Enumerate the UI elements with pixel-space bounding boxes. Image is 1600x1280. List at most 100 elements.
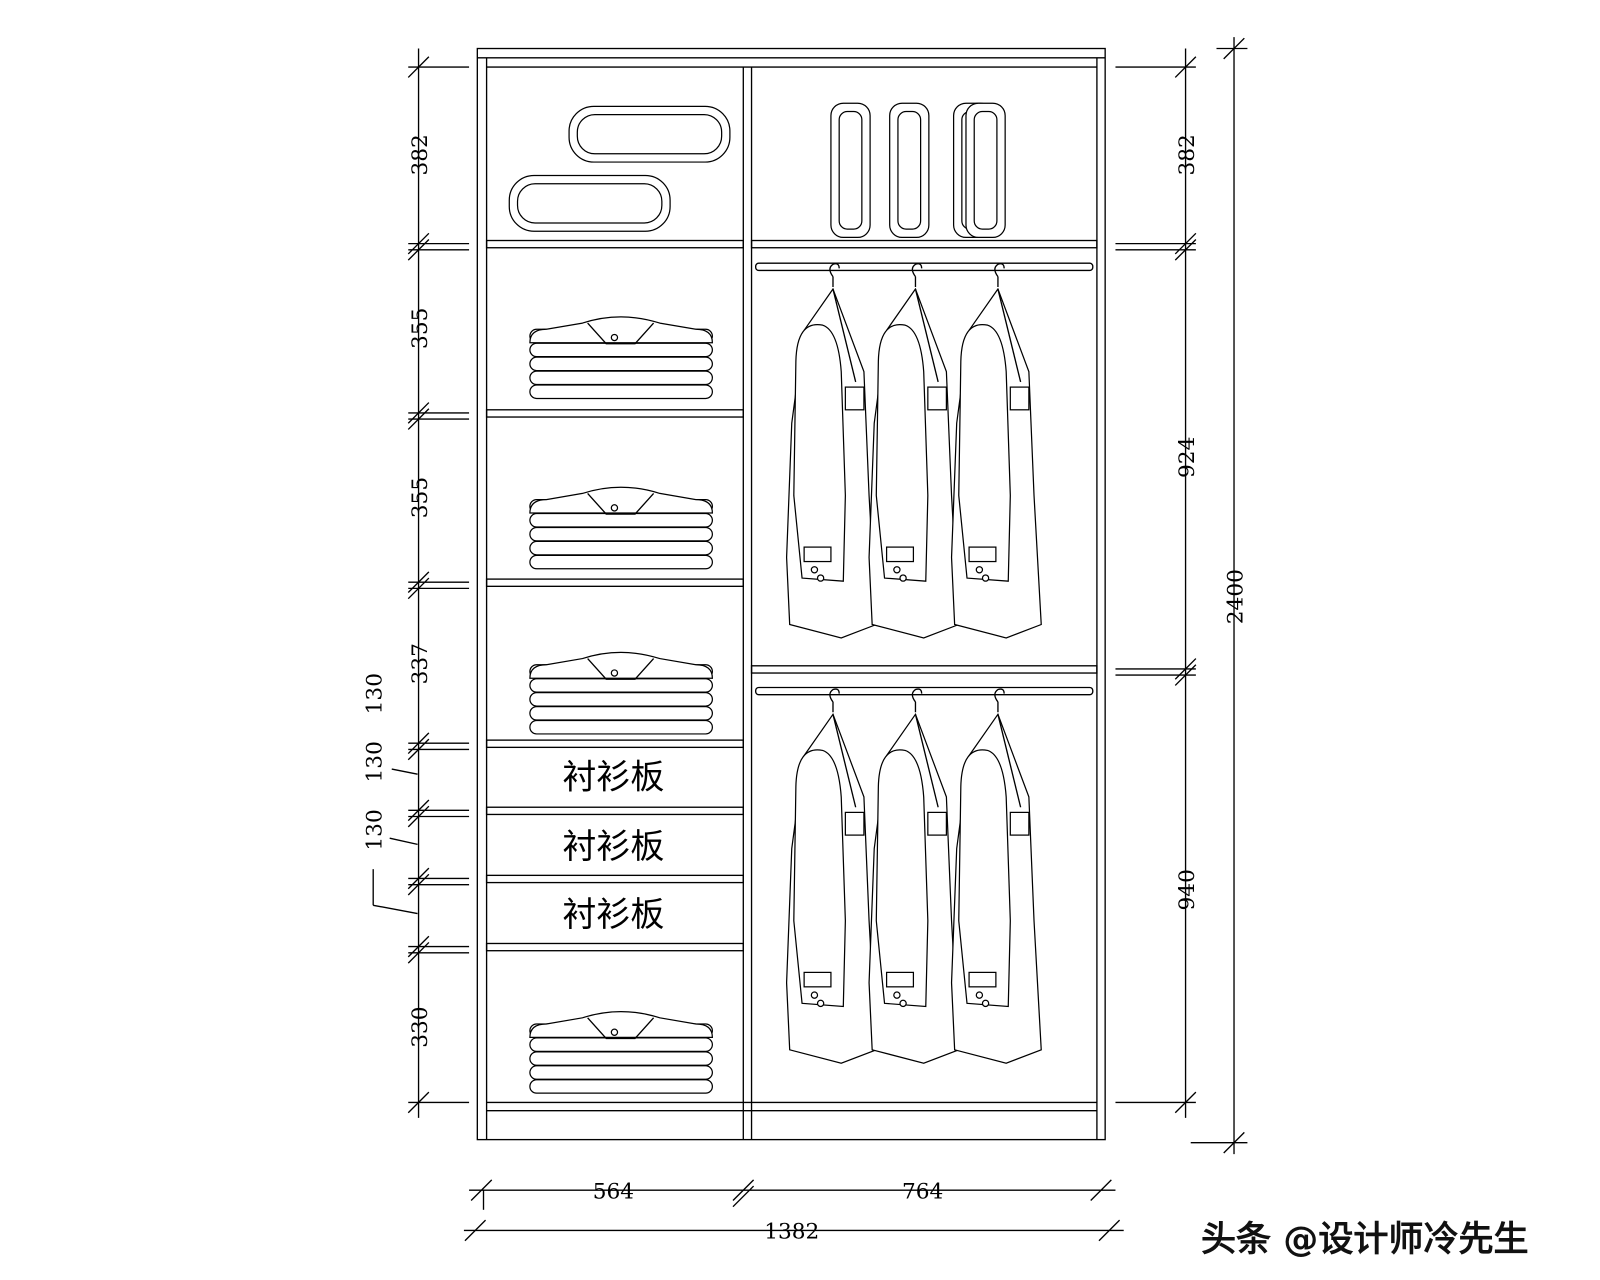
- pocket: [927, 386, 948, 411]
- dim-left-3: 355: [408, 477, 433, 518]
- box-inner: [897, 110, 922, 230]
- shirt-collar: [587, 658, 655, 680]
- right-shelf: [750, 239, 1098, 249]
- left-shelf: [485, 578, 744, 587]
- cuff-button: [816, 999, 825, 1008]
- dim-drawer-1: 130: [362, 673, 387, 714]
- folded-shirt: [529, 1065, 713, 1080]
- dim-right-2: 924: [1175, 437, 1200, 478]
- shelves: [485, 239, 1098, 952]
- folded-shirt: [529, 1079, 713, 1094]
- shirt-collar: [587, 1017, 655, 1040]
- drawer-label-1: 衬衫板: [562, 758, 664, 798]
- folded-shirt: [529, 719, 713, 735]
- folded-shirt: [529, 342, 713, 358]
- cuff: [968, 971, 997, 988]
- right-shelf: [750, 665, 1098, 674]
- hanging-rail: [754, 686, 1094, 696]
- dim-left-2: 355: [408, 308, 433, 349]
- jacket-sleeve: [793, 749, 846, 1008]
- hanger-hook: [911, 688, 923, 713]
- folded-shirt-stack: [529, 486, 713, 570]
- cuff-button: [975, 566, 984, 574]
- lapel: [997, 288, 1022, 383]
- cuff-button: [899, 574, 907, 582]
- hanger-hook: [994, 688, 1005, 713]
- hanger-hook: [829, 263, 840, 287]
- cuff-button: [975, 991, 984, 999]
- drawer-label-3: 衬衫板: [562, 895, 664, 935]
- leader-line: [389, 837, 418, 846]
- pocket: [844, 386, 865, 411]
- pocket: [844, 811, 865, 836]
- storage-box: [965, 102, 1006, 239]
- cuff-button: [981, 574, 990, 582]
- drawer-label-2: 衬衫板: [562, 827, 664, 867]
- folded-shirt: [529, 678, 713, 693]
- folded-shirt-stack: [529, 651, 713, 735]
- dim-left-1: 382: [408, 134, 433, 175]
- dim-overall-height: 2400: [1223, 569, 1248, 624]
- folded-shirt-stack: [529, 1011, 713, 1094]
- jacket-sleeve: [875, 749, 929, 1008]
- hanging-jacket: [868, 263, 960, 639]
- left-shelf: [485, 739, 744, 749]
- jacket-sleeve: [875, 323, 929, 582]
- hanger-hook: [829, 688, 840, 713]
- pocket: [1009, 811, 1030, 836]
- folded-shirt: [529, 526, 713, 542]
- leader-line: [391, 768, 418, 775]
- cuff-button: [810, 991, 819, 999]
- folded-shirt: [529, 554, 713, 570]
- dimension-lines: [372, 37, 1248, 1242]
- folded-shirt: [529, 370, 713, 386]
- shirt-collar: [587, 492, 655, 515]
- hanging-jacket: [785, 263, 877, 639]
- basket-inner: [576, 113, 723, 155]
- jacket-sleeve: [958, 749, 1011, 1008]
- box-inner: [838, 110, 863, 230]
- storage-box: [889, 102, 930, 239]
- leader-line: [373, 904, 418, 915]
- shirt-collar: [587, 322, 655, 345]
- dimension-tick: [732, 1179, 755, 1201]
- shirt-top: [529, 1011, 713, 1039]
- jacket-sleeve: [793, 323, 846, 582]
- pocket: [927, 811, 948, 836]
- dim-overall-width: 1382: [764, 1220, 819, 1245]
- hanging-jacket: [868, 688, 960, 1064]
- left-shelf: [485, 942, 744, 952]
- dim-bottom-right: 764: [902, 1179, 943, 1204]
- cuff: [803, 546, 832, 563]
- lapel: [914, 714, 939, 808]
- cuff-button: [893, 991, 901, 999]
- folded-shirt: [529, 692, 713, 707]
- folded-shirt: [529, 1037, 713, 1052]
- dimension-tick: [464, 1219, 487, 1242]
- cuff-button: [816, 574, 825, 582]
- storage-basket: [568, 105, 731, 163]
- folded-shirt-stack: [529, 316, 713, 400]
- hanging-rail: [754, 262, 1094, 272]
- hanging-jacket: [785, 688, 877, 1064]
- dimension-tick: [1098, 1219, 1121, 1242]
- jacket-sleeve: [958, 323, 1011, 582]
- left-shelf: [485, 806, 744, 816]
- shirt-button: [610, 1028, 619, 1036]
- pocket: [1009, 386, 1030, 411]
- dim-bottom-left: 564: [593, 1179, 634, 1204]
- left-shelf: [485, 874, 744, 884]
- shirt-button: [610, 333, 619, 342]
- lapel: [832, 714, 857, 808]
- dim-left-5: 330: [408, 1006, 433, 1047]
- hanging-jacket: [950, 263, 1042, 639]
- left-shelf: [485, 239, 744, 249]
- dim-drawer-2: 130: [362, 741, 387, 782]
- dimension-tick: [470, 1179, 493, 1201]
- dim-drawer-3: 130: [362, 809, 387, 850]
- lapel: [914, 288, 939, 383]
- storage-box: [830, 102, 871, 239]
- hanging-jacket: [950, 688, 1042, 1064]
- folded-shirt: [529, 512, 713, 528]
- folded-shirt: [529, 384, 713, 400]
